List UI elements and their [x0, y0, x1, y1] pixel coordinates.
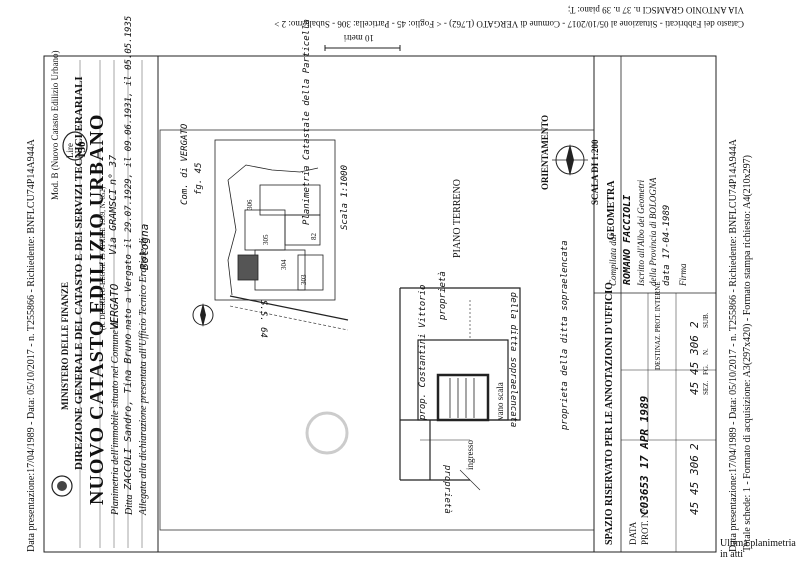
- ditta-detail: nato a Vergato il 29.07.1929, il 09.06.1…: [124, 15, 134, 330]
- compilata-name: ROMANO FACCIOLI: [622, 194, 633, 285]
- map-scale: Scala 1:1000: [340, 164, 350, 230]
- right-margin-line-2: Totale schede: 1 - Formato di acquisizio…: [742, 155, 753, 552]
- civico-value: n° 37: [108, 154, 119, 185]
- proprieta-bottom2: proprietà: [442, 465, 452, 514]
- scale-bar-label: 10 metri: [343, 33, 374, 43]
- model-ref: Mod. B (Nuovo Catasto Edilizio Urbano): [50, 50, 60, 200]
- map-foglio: fg. 45: [194, 162, 204, 195]
- vano-label: vano scala: [495, 382, 505, 420]
- office-col-3: SUB.: [702, 312, 710, 328]
- office-value-top-0: 45: [688, 381, 701, 395]
- ingresso-label: ingresso: [465, 440, 475, 470]
- allegata-label: Allegata alla dichiarazione presentata a…: [138, 238, 149, 515]
- office-value-top-3: 2: [688, 321, 701, 328]
- map-parcel-304: 304: [280, 259, 288, 271]
- planimetria-label: Planimetria dell'immobile situato nel Co…: [110, 319, 121, 515]
- office-col-2: N.: [702, 348, 710, 355]
- proprieta-top: della ditta sopraelencata: [508, 292, 518, 428]
- left-margin-text: Data presentazione:17/04/1989 - Data: 05…: [26, 139, 37, 552]
- price-label: Lire: [65, 143, 75, 158]
- office-value-top-1: 45: [688, 361, 701, 375]
- map-note: Planimetria Catastale della Particella: [302, 19, 312, 225]
- office-col-0: SEZ.: [702, 380, 710, 395]
- law-ref: (R. DECRETO-LEGGE 13 APRILE 1939, N. 652…: [99, 186, 107, 330]
- via-value: Via GRAMSCI: [108, 188, 119, 255]
- header-line-2: Catasto dei Fabbricati - Situazione al 0…: [274, 19, 744, 29]
- proprieta-bottom: prop. Costantini Vittorio: [418, 284, 428, 420]
- office-value-top-2: 306: [688, 335, 701, 355]
- direction-name: DIREZIONE GENERALE DEL CATASTO E DEI SER…: [73, 76, 85, 470]
- right-margin-line-3: Ultima planimetria in atti: [720, 538, 796, 560]
- map-insert: [214, 139, 349, 331]
- office-value-bottom-0: 45: [688, 501, 701, 515]
- compilata-provincia: della Provincia di BOLOGNA: [648, 177, 658, 286]
- ditta-value: ZACCOLI Sandro, Tina Bruno: [123, 333, 134, 490]
- compilata-name-label: GEOMETRA: [606, 180, 617, 240]
- office-value-bottom-2: 306: [688, 455, 701, 475]
- proprieta-left: proprietà: [438, 271, 448, 320]
- map-parcel-303: 303: [300, 274, 308, 286]
- compilata-firma: Firma: [678, 263, 688, 287]
- scala-label: SCALA DI 1:200: [590, 139, 600, 205]
- office-value-bottom-1: 45: [688, 481, 701, 495]
- header-line-1: VIA ANTONIO GRAMSCI n. 37 n. 39 piano: T…: [567, 5, 744, 15]
- map-road: S.S. 64: [258, 300, 268, 338]
- compilata-albo: Iscritto all'Albo dei Geometri: [636, 179, 646, 286]
- piano-label: PIANO TERRENO: [452, 179, 463, 258]
- compilata-label: Compilata dal: [608, 234, 618, 286]
- floor-plan: [399, 287, 521, 491]
- price-value: 150: [76, 141, 88, 159]
- comune-value: VERGATO: [108, 283, 121, 330]
- right-margin-line-1: Data presentazione:17/04/1989 - Data: 05…: [728, 139, 739, 552]
- map-parcel-306: 306: [246, 199, 254, 211]
- ufficio-value: Bologna: [138, 223, 151, 270]
- map-parcel-305: 305: [262, 234, 270, 246]
- proprieta-right: proprieta della ditta sopraelencata: [560, 240, 570, 430]
- ditta-label: Ditta: [124, 494, 135, 515]
- orientamento-label: ORIENTAMENTO: [540, 114, 550, 190]
- map-comune: Com. di VERGATO: [180, 123, 190, 205]
- map-parcel-82: 82: [310, 233, 318, 240]
- office-data-label: DATA: [628, 521, 638, 545]
- ministry-name: MINISTERO DELLE FINANZE: [60, 281, 70, 410]
- office-destinaz: DESTINAZ. PROT. INTERNE: [654, 281, 662, 370]
- office-prot-value: C03653 17 APR 1989: [638, 395, 651, 515]
- compilata-data: data 17-04-1989: [662, 204, 672, 286]
- office-col-1: FG.: [702, 364, 710, 375]
- office-value-bottom-3: 2: [688, 443, 701, 450]
- office-box-title: SPAZIO RISERVATO PER LE ANNOTAZIONI D'UF…: [604, 282, 615, 545]
